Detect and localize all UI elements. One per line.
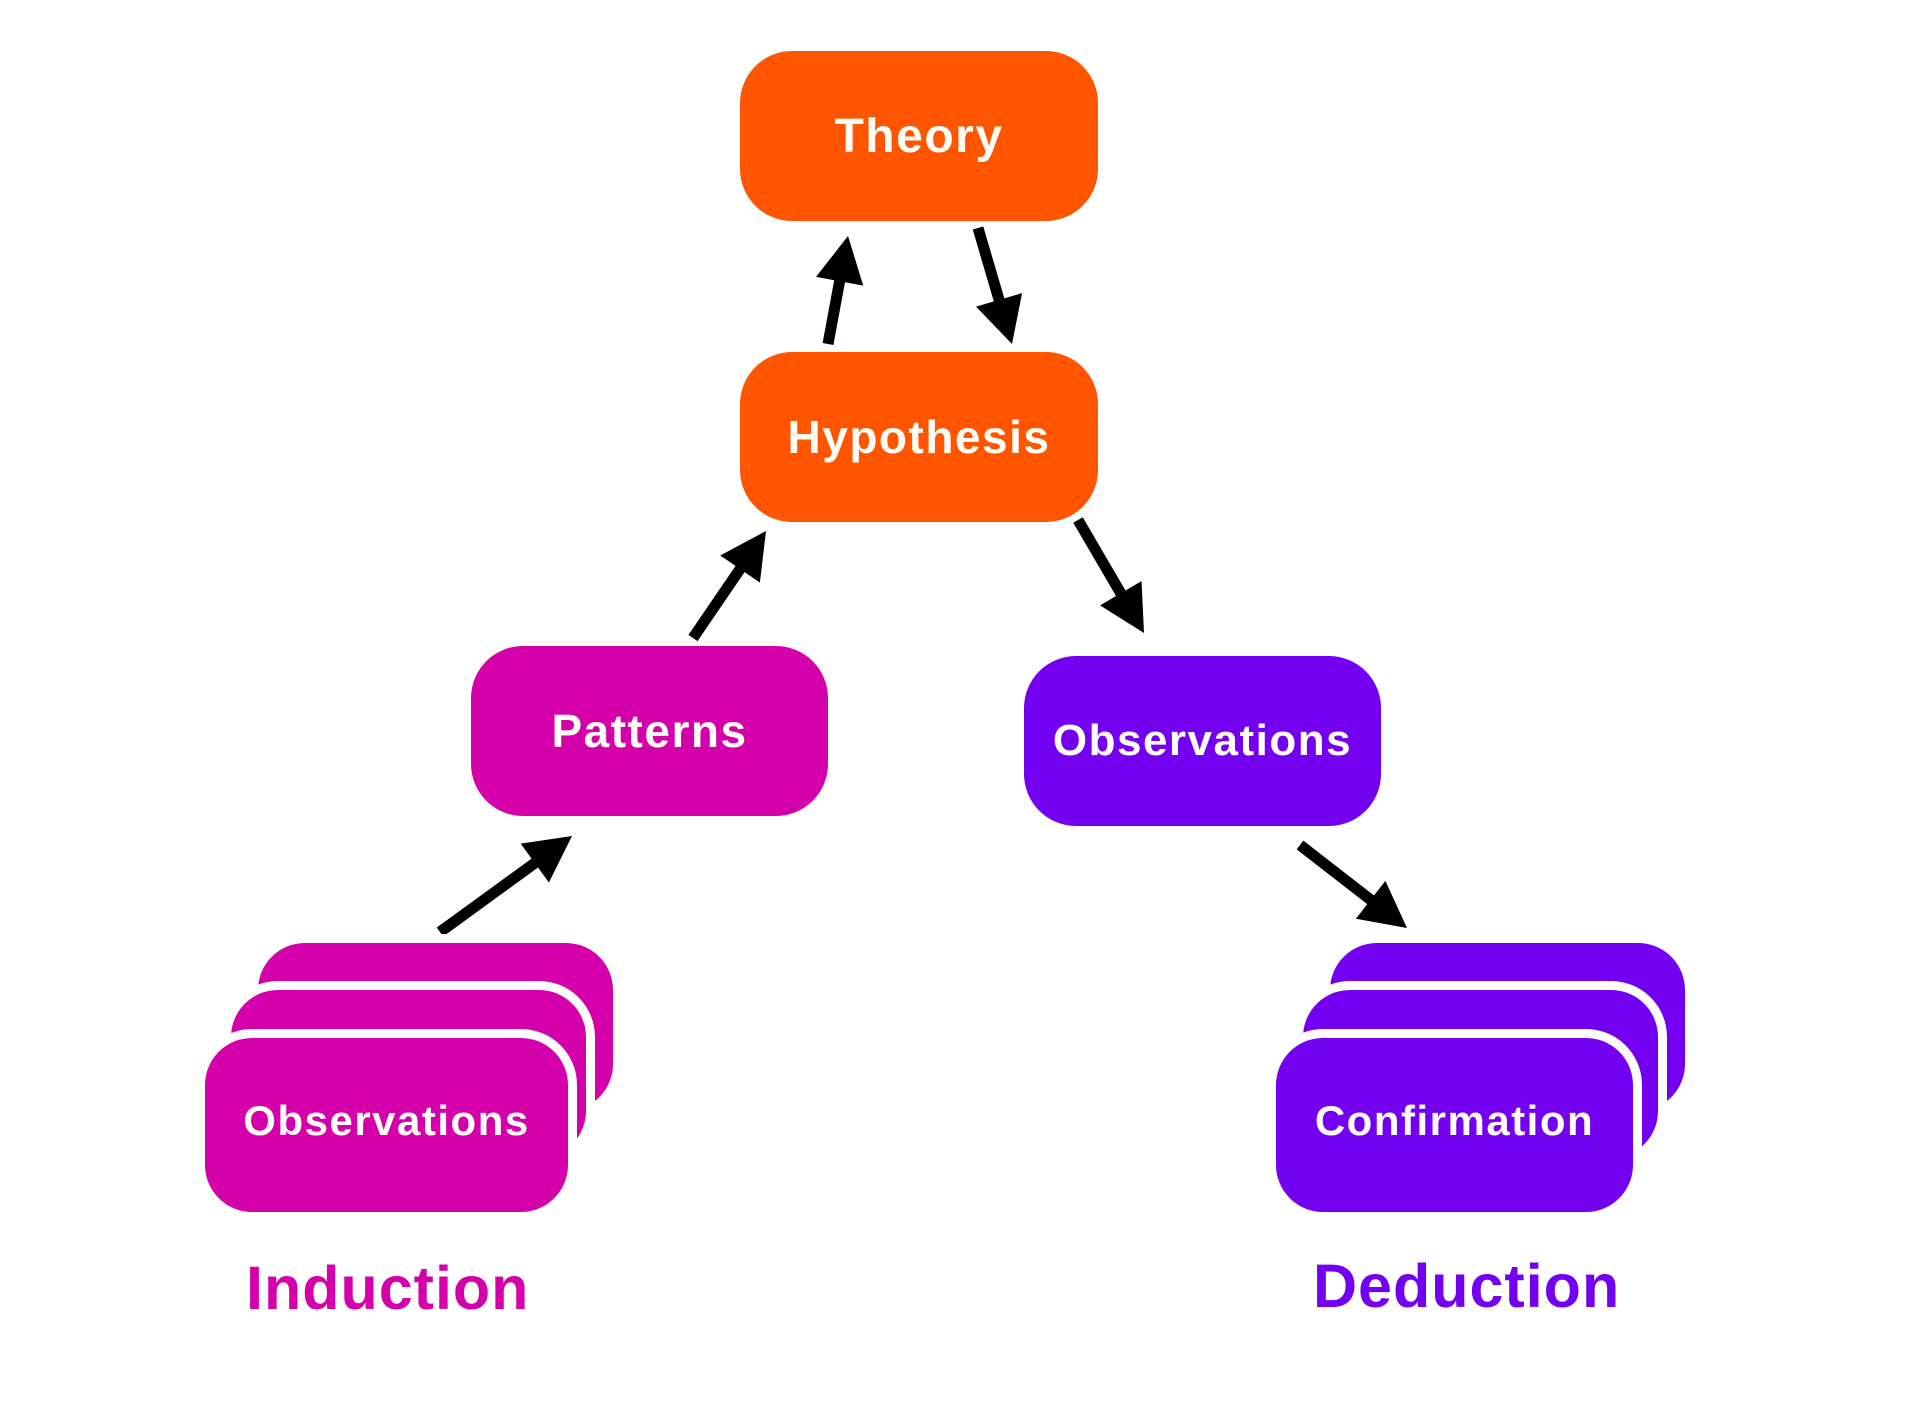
observations-induction-label: Observations [243, 1097, 530, 1144]
confirmation-label: Confirmation [1314, 1097, 1595, 1144]
patterns-node: Patterns [471, 646, 828, 816]
patterns-label: Patterns [551, 705, 748, 757]
theory-node: Theory [740, 51, 1098, 221]
arrow-theory-to-hypothesis [972, 226, 1023, 344]
hypothesis-node: Hypothesis [740, 352, 1098, 522]
observations-deduction-node: Observations [1024, 656, 1381, 826]
arrow-head-icon [816, 236, 864, 286]
arrow-patterns-to-hypothesis [688, 531, 766, 642]
arrow-hypothesis-to-theory [816, 236, 864, 346]
arrow-observations-to-confirmation [1296, 840, 1407, 928]
observations-induction-node: Observations [196, 1029, 577, 1221]
arrow-head-icon [976, 293, 1023, 344]
arrow-shaft [1073, 517, 1128, 600]
induction-caption: Induction [246, 1254, 530, 1322]
theory-label: Theory [834, 109, 1004, 163]
arrow-shaft [688, 562, 747, 642]
arrow-shaft [822, 276, 846, 346]
arrow-shaft [972, 226, 1006, 306]
confirmation-node: Confirmation [1267, 1029, 1642, 1221]
arrow-observations-to-patterns [436, 836, 572, 937]
arrow-shaft [1296, 840, 1378, 907]
arrow-head-icon [1355, 880, 1407, 928]
observations-deduction-label: Observations [1052, 716, 1353, 765]
arrow-head-icon [1100, 581, 1144, 633]
arrow-head-icon [720, 531, 766, 583]
deduction-caption: Deduction [1313, 1252, 1621, 1320]
arrow-shaft [436, 856, 542, 937]
hypothesis-label: Hypothesis [787, 411, 1051, 463]
arrow-hypothesis-to-observations [1073, 517, 1144, 633]
arrow-head-icon [520, 836, 572, 883]
